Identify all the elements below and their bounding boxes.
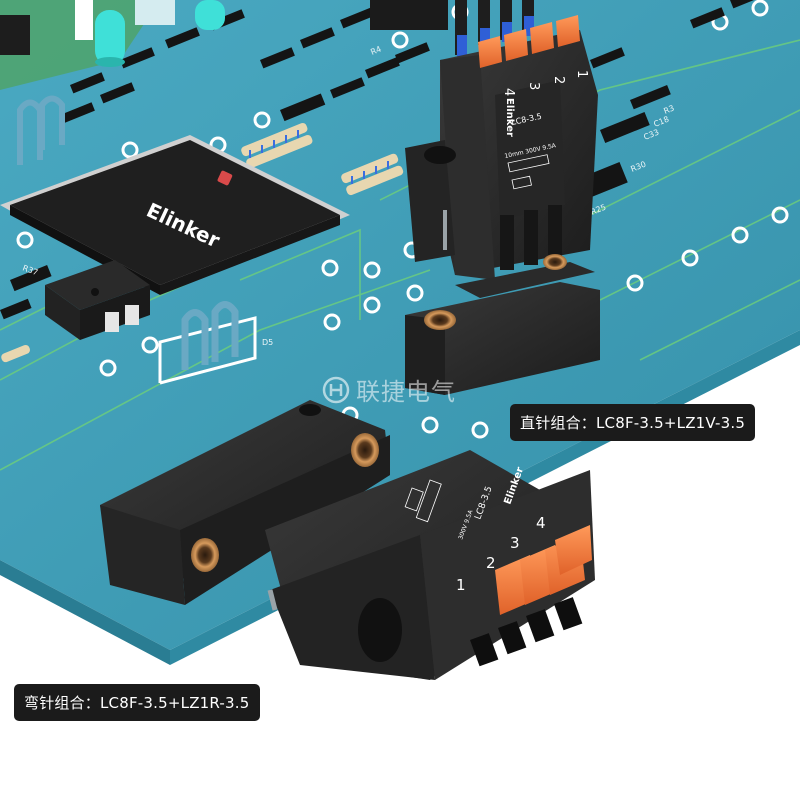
caption-right-angle-combination: 弯针组合：LC8F-3.5+LZ1R-3.5 — [14, 684, 260, 721]
company-logo-icon — [322, 376, 350, 403]
connector-right-angle: Elinker LC8-3.5 300V 9.5A 1 2 3 4 — [100, 400, 595, 680]
pcb-label: R4 — [369, 45, 382, 57]
bottom-pin-number: 3 — [510, 534, 520, 552]
qfp-chip: Elinker — [0, 135, 350, 295]
pcb-label: R3 — [662, 104, 675, 116]
top-brand: Elinker — [504, 98, 515, 137]
resistors — [1, 122, 404, 363]
bottom-pin-number: 1 — [456, 576, 466, 594]
top-pin-number: 1 — [574, 70, 589, 78]
watermark-text: 联捷电气 — [356, 378, 456, 406]
bottom-pin-number: 2 — [486, 554, 496, 572]
orange-levers — [478, 15, 580, 68]
pcb-label: D5 — [262, 338, 273, 347]
wires — [370, 0, 534, 57]
top-pin-number: 2 — [551, 76, 566, 84]
caption-straight-combination: 直针组合：LC8F-3.5+LZ1V-3.5 — [510, 404, 756, 441]
bottom-pin-number: 4 — [536, 514, 546, 532]
connector-straight: Elinker LC8-3.5 10mm 300V 9.5A 4 3 2 1 — [370, 0, 600, 395]
watermark: 联捷电气 — [322, 372, 456, 407]
transistor — [45, 260, 150, 340]
top-components — [0, 0, 239, 370]
top-pin-number: 4 — [501, 88, 516, 96]
silkscreen-outline — [158, 316, 257, 385]
smd-components — [0, 0, 765, 320]
top-pin-number: 3 — [526, 82, 541, 90]
pcb-holes — [16, 0, 789, 439]
orange-levers — [495, 525, 592, 615]
